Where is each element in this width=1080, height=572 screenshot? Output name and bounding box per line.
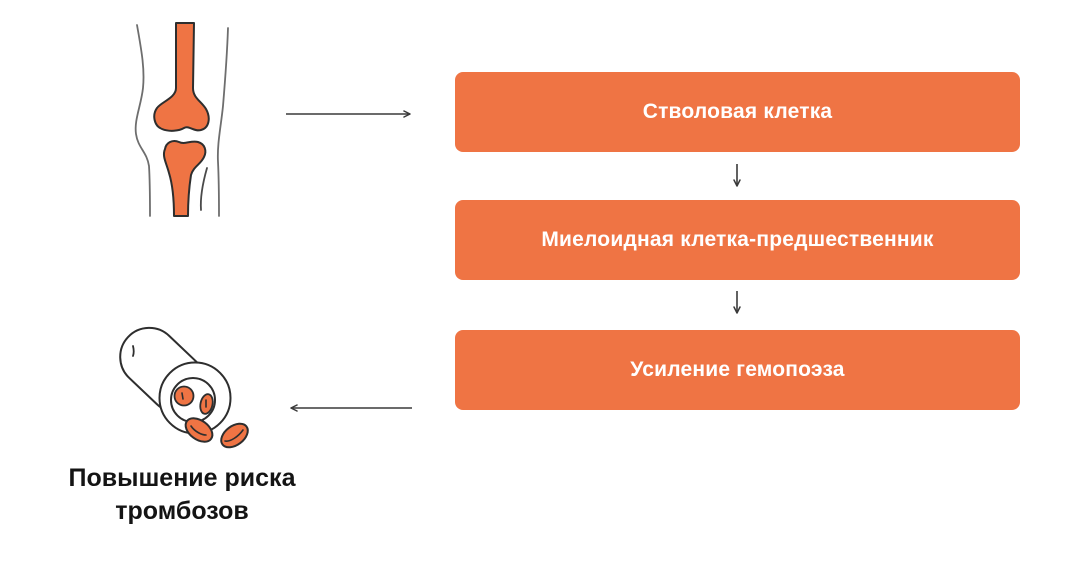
flow-box-stem-cell: Стволовая клетка bbox=[455, 72, 1020, 152]
flow-box-label: Усиление гемопоэза bbox=[630, 358, 845, 381]
caption-line: тромбозов bbox=[115, 497, 249, 525]
fibula-line bbox=[199, 167, 208, 211]
thrombosis-risk-caption: Повышение риска тромбозов bbox=[42, 462, 322, 528]
red-blood-cell-fold bbox=[224, 429, 244, 442]
leg-outline-left bbox=[134, 24, 151, 217]
flow-box-myeloid-progenitor: Миелоидная клетка-предшественник bbox=[455, 200, 1020, 280]
leg-outline-right bbox=[216, 27, 229, 217]
vessel-detail-line bbox=[132, 345, 135, 357]
blood-vessel-red-cells-icon bbox=[119, 326, 249, 449]
red-blood-cell bbox=[184, 417, 214, 443]
femur-bone bbox=[153, 22, 210, 132]
tibia-bone bbox=[162, 139, 207, 217]
flow-box-label: Миелоидная клетка-предшественник bbox=[541, 228, 934, 251]
flow-box-hematopoiesis: Усиление гемопоэза bbox=[455, 330, 1020, 410]
red-blood-cell-fold bbox=[190, 425, 207, 436]
red-blood-cell bbox=[220, 422, 249, 449]
knee-bone-marrow-icon bbox=[134, 22, 229, 217]
blood-cell-round bbox=[173, 385, 195, 407]
caption-line: Повышение риска bbox=[68, 464, 296, 492]
blood-cell-detail bbox=[181, 392, 184, 400]
flow-box-label: Стволовая клетка bbox=[642, 100, 833, 123]
